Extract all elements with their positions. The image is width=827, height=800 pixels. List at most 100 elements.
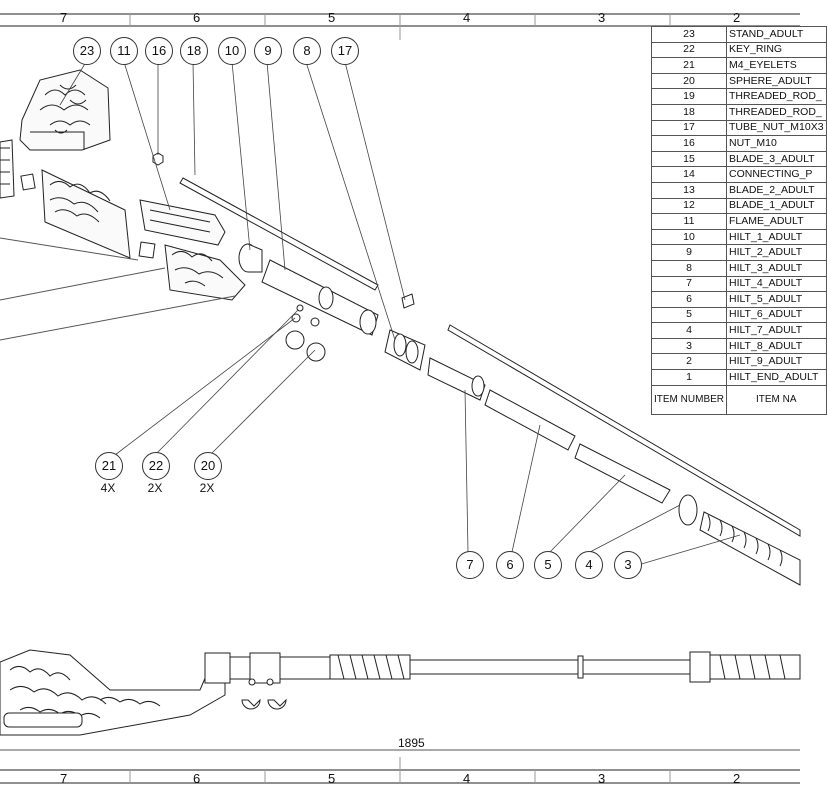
- item-name-cell: FLAME_ADULT: [726, 213, 827, 230]
- item-number-cell: 12: [651, 197, 727, 215]
- item-name-cell: KEY_RING: [726, 41, 827, 59]
- zone-label-bottom: 5: [328, 771, 336, 786]
- item-balloon: 20: [194, 452, 222, 480]
- item-name-cell: TUBE_NUT_M10X3: [726, 119, 827, 137]
- item-number-cell: 22: [651, 41, 727, 59]
- item-name-cell: HILT_7_ADULT: [726, 322, 827, 339]
- zone-label-top: 2: [733, 10, 741, 25]
- item-balloon: 18: [180, 37, 208, 65]
- item-name-cell: HILT_3_ADULT: [726, 259, 827, 277]
- item-number-cell: 18: [651, 103, 727, 121]
- item-number-cell: 23: [651, 26, 727, 43]
- zone-label-top: 6: [193, 10, 201, 25]
- quantity-label: 4X: [100, 481, 116, 495]
- zone-label-bottom: 3: [598, 771, 606, 786]
- item-number-cell: 20: [651, 72, 727, 90]
- zone-label-bottom: 6: [193, 771, 201, 786]
- zone-label-bottom: 7: [60, 771, 68, 786]
- item-number-cell: 14: [651, 166, 727, 183]
- overall-length-dimension: 1895: [398, 736, 425, 750]
- item-balloon: 23: [73, 37, 101, 65]
- item-balloon: 10: [218, 37, 246, 65]
- item-name-cell: CONNECTING_P: [726, 166, 827, 183]
- item-name-cell: HILT_END_ADULT: [726, 369, 827, 386]
- item-number-cell: 2: [651, 353, 727, 371]
- threaded-rod-18: [179, 177, 379, 291]
- item-number-cell: 9: [651, 244, 727, 261]
- stand-part: [19, 69, 111, 151]
- zone-label-top: 7: [60, 10, 68, 25]
- item-number-cell: 17: [651, 119, 727, 137]
- item-name-cell: HILT_2_ADULT: [726, 244, 827, 261]
- item-name-cell: HILT_6_ADULT: [726, 306, 827, 324]
- item-balloon: 4: [575, 551, 603, 579]
- item-number-cell: 7: [651, 275, 727, 293]
- blade-pieces: [0, 139, 246, 341]
- item-number-cell: 15: [651, 150, 727, 168]
- eyelets-spheres: [285, 304, 326, 362]
- item-balloon: 11: [110, 37, 138, 65]
- item-number-cell: 6: [651, 291, 727, 308]
- item-balloon: 16: [145, 37, 173, 65]
- item-name-cell: M4_EYELETS: [726, 57, 827, 74]
- item-name-cell: NUT_M10: [726, 135, 827, 152]
- item-name-cell: HILT_9_ADULT: [726, 353, 827, 371]
- item-number-cell: 16: [651, 135, 727, 152]
- item-name-cell: HILT_8_ADULT: [726, 337, 827, 355]
- item-number-cell: 1: [651, 369, 727, 386]
- item-name-cell: STAND_ADULT: [726, 26, 827, 43]
- item-balloon: 7: [456, 551, 484, 579]
- item-name-cell: HILT_5_ADULT: [726, 291, 827, 308]
- item-number-cell: 10: [651, 228, 727, 246]
- item-number-cell: 3: [651, 337, 727, 355]
- item-number-cell: 5: [651, 306, 727, 324]
- quantity-label: 2X: [147, 481, 163, 495]
- item-name-cell: HILT_4_ADULT: [726, 275, 827, 293]
- item-name-cell: SPHERE_ADULT: [726, 72, 827, 90]
- item-number-cell: 8: [651, 259, 727, 277]
- item-balloon: 8: [293, 37, 321, 65]
- zone-label-bottom: 2: [733, 771, 741, 786]
- zone-label-bottom: 4: [463, 771, 471, 786]
- item-balloon: 3: [614, 551, 642, 579]
- item-number-cell: 19: [651, 88, 727, 105]
- item-number-cell: 4: [651, 322, 727, 339]
- drawing-sheet: [0, 13, 801, 784]
- zone-label-top: 4: [463, 10, 471, 25]
- item-balloon: 17: [331, 37, 359, 65]
- item-balloon: 22: [142, 452, 170, 480]
- quantity-label: 2X: [199, 481, 215, 495]
- item-balloon: 6: [496, 551, 524, 579]
- item-name-cell: HILT_1_ADULT: [726, 228, 827, 246]
- hilt-pieces: [238, 243, 801, 586]
- item-balloon: 9: [254, 37, 282, 65]
- item-name-cell: BLADE_1_ADULT: [726, 197, 827, 215]
- item-name-cell: THREADED_ROD_: [726, 88, 827, 105]
- item-number-cell: 21: [651, 57, 727, 74]
- zone-label-top: 3: [598, 10, 606, 25]
- item-name-cell: BLADE_3_ADULT: [726, 150, 827, 168]
